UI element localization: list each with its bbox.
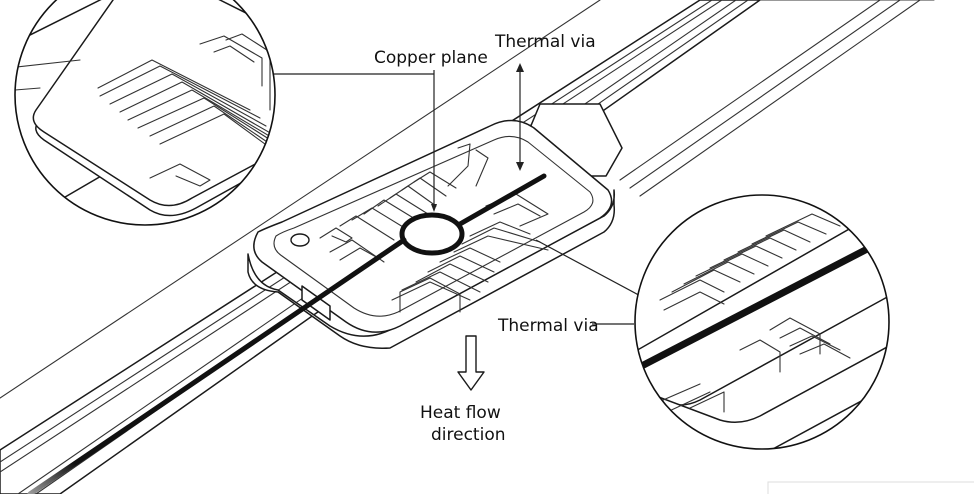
trace-pattern-left xyxy=(319,143,489,263)
magnifier-left xyxy=(14,0,276,226)
thermal-via-right-label: Thermal via xyxy=(497,316,599,336)
thermal-trace xyxy=(27,237,407,494)
magnifier-right xyxy=(634,194,890,450)
thermal-via-top-label: Thermal via xyxy=(494,32,596,52)
corner-frame xyxy=(767,481,974,494)
thermal-trace-upper xyxy=(457,173,547,227)
heat-flow-label-line2: direction xyxy=(431,425,506,445)
copper-plane-label: Copper plane xyxy=(374,48,488,68)
heat-flow-label-line1: Heat flow xyxy=(420,403,501,423)
heat-flow-arrow-icon xyxy=(457,335,485,391)
leader-lines xyxy=(274,63,649,325)
copper-plane-ring xyxy=(399,212,465,256)
